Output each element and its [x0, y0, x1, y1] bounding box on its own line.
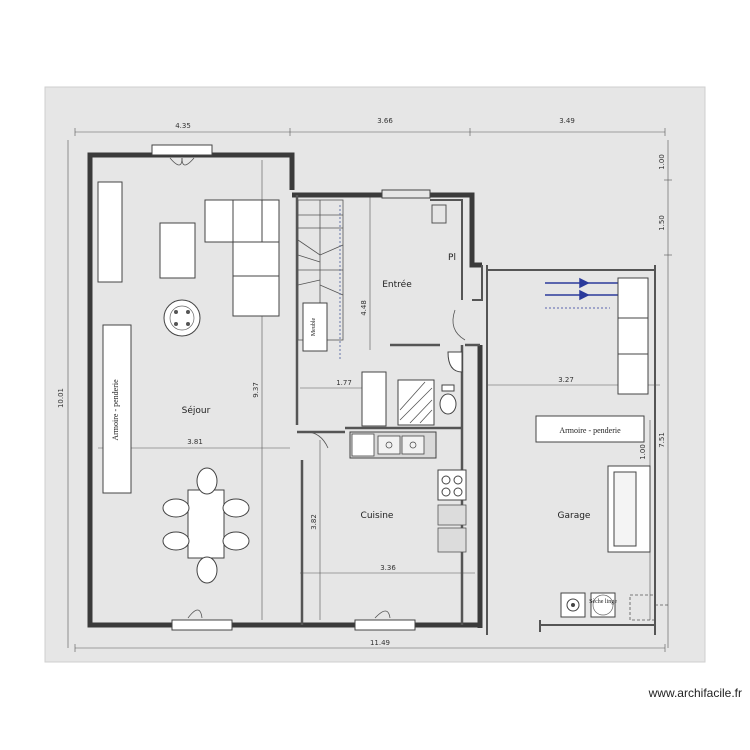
door-swings	[169, 157, 466, 619]
dim-garage-small: 1.00	[639, 444, 647, 460]
room-label-cuisine: Cuisine	[361, 511, 394, 521]
washer-dryer	[560, 592, 616, 618]
armoire-sejour-label: Armoire - penderie	[111, 379, 120, 441]
room-label-entree: Entrée	[382, 279, 412, 290]
garage-shelving	[617, 277, 649, 395]
room-label-sejour: Séjour	[182, 405, 211, 416]
windows	[151, 144, 431, 631]
placard	[430, 199, 463, 300]
armoire-garage	[535, 415, 645, 443]
dim-cuisine-width: 3.36	[380, 564, 396, 572]
armoire-garage-label: Armoire - penderie	[559, 426, 621, 435]
dim-left-total: 10.01	[57, 388, 65, 408]
dim-sejour-width: 3.81	[187, 438, 203, 446]
sink-icon	[447, 351, 463, 373]
meuble-entree-label: Meuble	[311, 317, 317, 336]
meuble-couloir	[361, 371, 387, 427]
dim-garage-width: 3.27	[558, 376, 574, 384]
dim-right-mid: 1.50	[658, 215, 666, 231]
dim-entree-height: 4.48	[360, 300, 368, 316]
dining-set	[162, 467, 250, 584]
seche-linge-label: Sèche linge	[589, 599, 617, 605]
armoire-sejour	[102, 324, 132, 494]
wc-room	[397, 351, 463, 426]
round-table	[163, 299, 201, 337]
kitchen-counter	[349, 431, 467, 553]
room-label-garage: Garage	[558, 511, 591, 521]
toilet-icon	[439, 393, 457, 415]
dim-bottom-total: 11.49	[370, 639, 390, 647]
dim-top-left: 4.35	[175, 122, 191, 130]
garage-arrows	[545, 277, 618, 309]
dim-top-mid: 3.66	[377, 117, 393, 125]
sofa	[204, 199, 280, 317]
garage-door-marker	[629, 594, 670, 621]
dim-sejour-height: 9.37	[252, 382, 260, 398]
dim-top-right: 3.49	[559, 117, 575, 125]
garage-sofa	[607, 465, 651, 553]
dim-cuisine-height: 3.82	[310, 514, 318, 530]
armoire-top	[97, 181, 123, 283]
room-label-placard: Pl	[448, 253, 456, 263]
archifacile-watermark: www.archifacile.fr	[648, 686, 742, 700]
dim-right-upper: 1.00	[658, 154, 666, 170]
garage-walls	[472, 265, 656, 635]
dim-right-lower: 7.51	[658, 432, 666, 448]
dim-corridor-width: 1.77	[336, 379, 352, 387]
meuble-entree	[302, 302, 328, 352]
coffee-table	[159, 222, 196, 279]
